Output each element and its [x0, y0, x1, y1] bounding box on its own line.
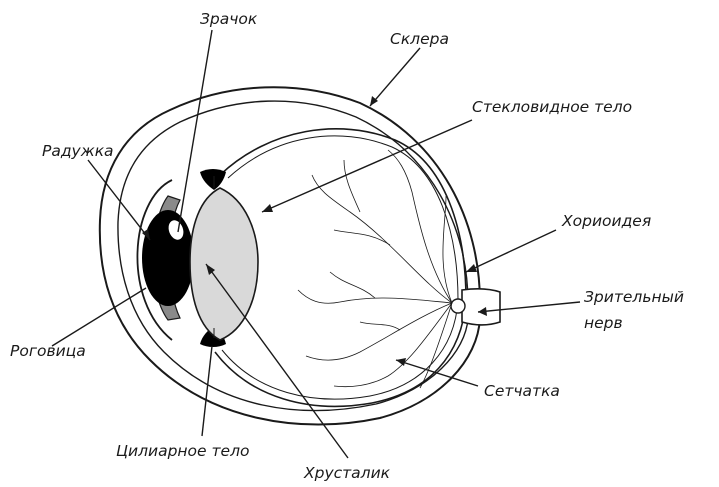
- choroid-leader: [466, 230, 556, 272]
- sclera-leader: [370, 48, 420, 106]
- optic-nerve-label-line2: нерв: [584, 314, 623, 332]
- choroid-label: Хориоидея: [561, 212, 651, 230]
- optic-nerve-label-line1: Зрительный: [584, 288, 684, 306]
- optic-disc: [451, 299, 465, 313]
- ciliary-body-label: Цилиарное тело: [116, 442, 249, 460]
- iris-label: Радужка: [42, 142, 114, 160]
- pupil: [142, 210, 194, 306]
- cornea-label: Роговица: [10, 342, 86, 360]
- sclera-label: Склера: [390, 30, 449, 48]
- optic-nerve: [462, 289, 500, 325]
- vitreous-body-label: Стекловидное тело: [472, 98, 632, 116]
- retina-label: Сетчатка: [484, 382, 560, 400]
- lens-label: Хрусталик: [303, 464, 391, 482]
- pupil-label: Зрачок: [200, 10, 258, 28]
